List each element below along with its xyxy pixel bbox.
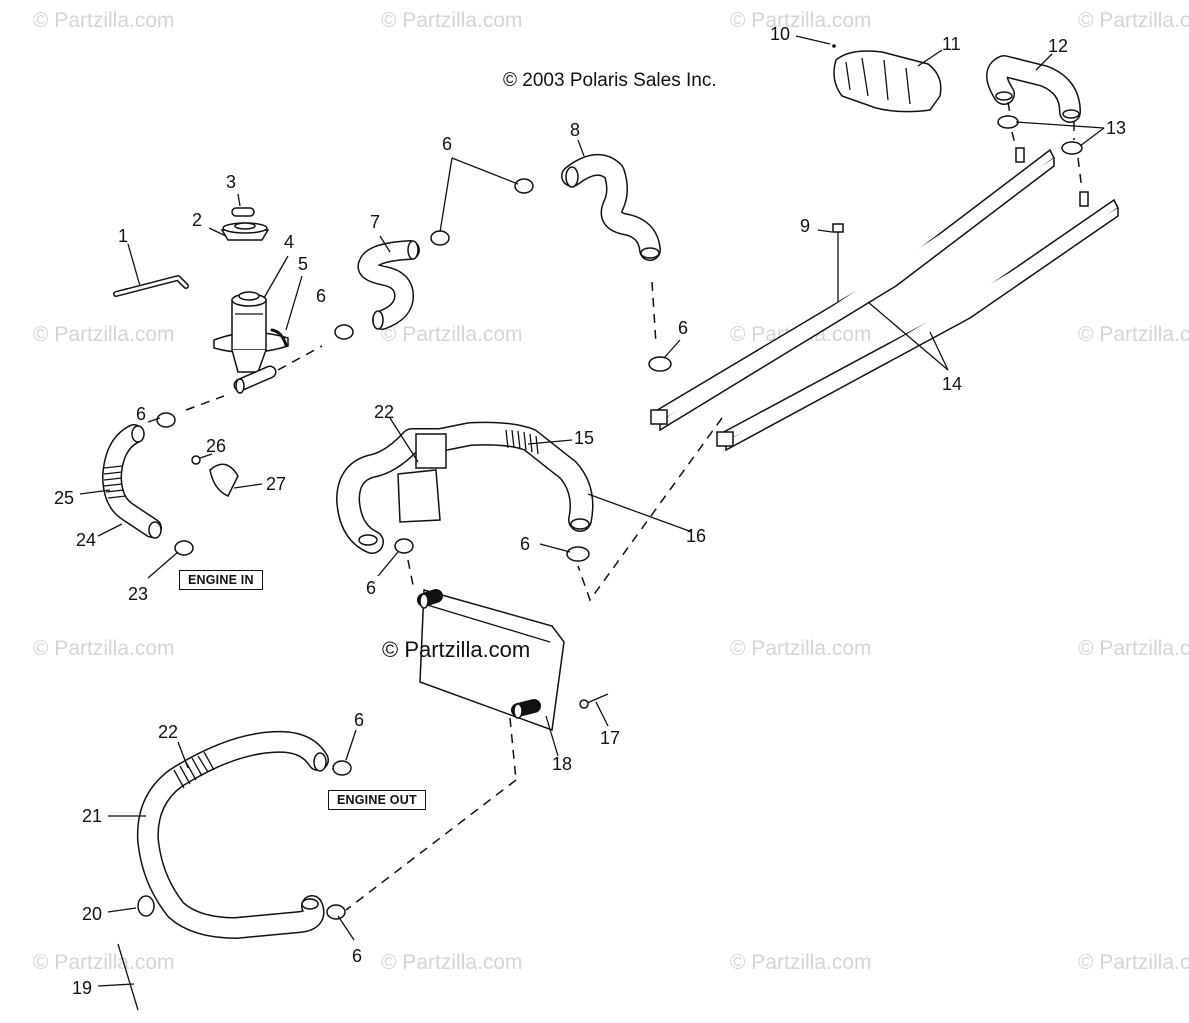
callout-2: 2 bbox=[192, 210, 202, 230]
callout-1: 1 bbox=[118, 226, 128, 246]
watermark: © Partzilla.com bbox=[33, 323, 175, 346]
callout-13: 13 bbox=[1106, 118, 1126, 138]
part-clamps-6 bbox=[156, 178, 672, 920]
callout-22: 22 bbox=[158, 722, 178, 742]
part-rod-19 bbox=[117, 943, 139, 1011]
part-clamp-20 bbox=[137, 895, 155, 917]
watermark-center: © Partzilla.com bbox=[382, 637, 531, 662]
part-hose-7 bbox=[357, 240, 420, 330]
callout-20: 20 bbox=[82, 904, 102, 924]
o-ring-part bbox=[231, 207, 255, 217]
callout-22: 22 bbox=[374, 402, 394, 422]
callout-6: 6 bbox=[136, 404, 146, 424]
part-hose-12 bbox=[986, 55, 1081, 123]
part-screw-10 bbox=[832, 44, 836, 48]
watermark: © Partzilla.com bbox=[1078, 9, 1189, 32]
part-hose-24 bbox=[102, 424, 162, 539]
callout-12: 12 bbox=[1048, 36, 1068, 56]
flow-lines bbox=[185, 101, 1083, 911]
callout-8: 8 bbox=[570, 120, 580, 140]
callout-24: 24 bbox=[76, 530, 96, 550]
callout-15: 15 bbox=[574, 428, 594, 448]
watermark: © Partzilla.com bbox=[381, 323, 523, 346]
callout-18: 18 bbox=[552, 754, 572, 774]
callout-6: 6 bbox=[678, 318, 688, 338]
watermark: © Partzilla.com bbox=[730, 951, 872, 974]
callout-23: 23 bbox=[128, 584, 148, 604]
watermark: © Partzilla.com bbox=[1078, 951, 1189, 974]
watermark: © Partzilla.com bbox=[33, 951, 175, 974]
watermark: © Partzilla.com bbox=[1078, 323, 1189, 346]
callout-4: 4 bbox=[284, 232, 294, 252]
part-cooler-plate bbox=[417, 589, 565, 732]
copyright-text: © 2003 Polaris Sales Inc. bbox=[503, 70, 717, 91]
callout-6: 6 bbox=[354, 710, 364, 730]
watermark: © Partzilla.com bbox=[33, 9, 175, 32]
part-hose-assembly bbox=[336, 421, 594, 554]
part-fitting-17 bbox=[579, 693, 609, 709]
watermark: © Partzilla.com bbox=[33, 637, 175, 660]
callout-6: 6 bbox=[442, 134, 452, 154]
part-heat-exchanger bbox=[650, 147, 1119, 452]
part-rod bbox=[113, 275, 189, 297]
engine-out-label: ENGINE OUT bbox=[328, 790, 426, 810]
callout-16: 16 bbox=[686, 526, 706, 546]
callout-25: 25 bbox=[54, 488, 74, 508]
callout-14: 14 bbox=[942, 374, 962, 394]
watermark: © Partzilla.com bbox=[1078, 637, 1189, 660]
part-washer-26 bbox=[191, 455, 201, 465]
part-hose-21 bbox=[136, 730, 329, 939]
callout-3: 3 bbox=[226, 172, 236, 192]
watermark: © Partzilla.com bbox=[381, 951, 523, 974]
part-cap bbox=[220, 222, 270, 241]
callout-10: 10 bbox=[770, 24, 790, 44]
callout-21: 21 bbox=[82, 806, 102, 826]
callout-27: 27 bbox=[266, 474, 286, 494]
part-cover bbox=[833, 50, 942, 113]
part-hose-8 bbox=[561, 154, 661, 261]
part-reservoir-bottle bbox=[213, 291, 289, 394]
callout-6: 6 bbox=[352, 946, 362, 966]
part-bolt-9 bbox=[832, 223, 844, 302]
callout-19: 19 bbox=[72, 978, 92, 998]
watermark: © Partzilla.com bbox=[381, 9, 523, 32]
callout-numbers: 1 2 3 4 5 6 6 6 6 6 6 6 6 7 8 9 10 11 12… bbox=[54, 24, 1126, 998]
part-clip-27 bbox=[209, 463, 239, 497]
callout-17: 17 bbox=[600, 728, 620, 748]
leader-lines bbox=[79, 35, 1105, 987]
callout-7: 7 bbox=[370, 212, 380, 232]
callout-6: 6 bbox=[520, 534, 530, 554]
callout-5: 5 bbox=[298, 254, 308, 274]
callout-11: 11 bbox=[942, 34, 961, 54]
callout-9: 9 bbox=[800, 216, 810, 236]
watermark: © Partzilla.com bbox=[730, 9, 872, 32]
callout-6: 6 bbox=[316, 286, 326, 306]
engine-in-label: ENGINE IN bbox=[179, 570, 263, 590]
part-clamp-13 bbox=[997, 115, 1083, 155]
callout-26: 26 bbox=[206, 436, 226, 456]
callout-6: 6 bbox=[366, 578, 376, 598]
watermark: © Partzilla.com bbox=[730, 637, 872, 660]
